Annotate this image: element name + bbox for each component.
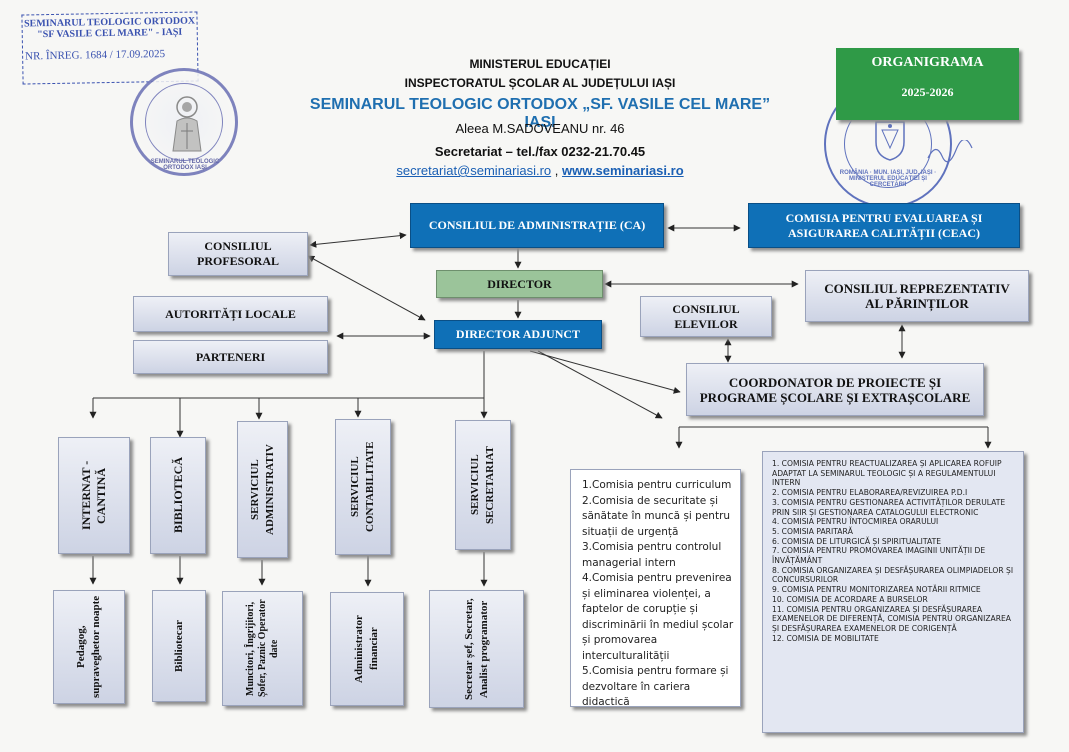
staff-label: Administrator financiar: [353, 615, 380, 683]
stamp-reg-number: NR. ÎNREG. 1684 / 17.09.2025: [25, 48, 166, 63]
commission-item: 6. COMISIA DE LITURGICĂ ȘI SPIRITUALITAT…: [772, 536, 942, 546]
dept-label: BIBLIOTECĂ: [170, 457, 185, 534]
dept-serviciul-contabilitate[interactable]: SERVICIUL CONTABILITATE: [335, 419, 391, 555]
dept-serviciul-secretariat[interactable]: SERVICIUL SECRETARIAT: [455, 420, 511, 550]
commission-item: 10. COMISIA DE ACORDARE A BURSELOR: [772, 594, 928, 604]
school-address: Aleea M.SADOVEANU nr. 46: [455, 121, 625, 136]
commission-item: 5. COMISIA PARITARĂ: [772, 526, 853, 536]
node-parteneri[interactable]: PARTENERI: [133, 340, 328, 374]
seal-text: ROMÂNIA · MUN. IAȘI, JUD. IAȘI · MINISTE…: [839, 170, 937, 188]
seal-text: SEMINARUL TEOLOGIC ORTODOX IAȘI: [150, 159, 220, 171]
node-consiliul-parintilor[interactable]: CONSILIUL REPREZENTATIV AL PĂRINȚILOR: [805, 270, 1029, 322]
email-link[interactable]: secretariat@seminariasi.ro: [396, 163, 552, 178]
website-link[interactable]: www.seminariasi.ro: [562, 163, 684, 178]
staff-label: Muncitori, Îngrijitori, Șofer, Paznic Op…: [244, 599, 280, 698]
node-consiliul-elevilor[interactable]: CONSILIUL ELEVILOR: [640, 296, 772, 337]
commission-item: 7. COMISIA PENTRU PROMOVAREA IMAGINII UN…: [772, 546, 986, 566]
commission-item: 8. COMISIA ORGANIZAREA ȘI DESFĂȘURAREA O…: [772, 565, 1014, 585]
node-autoritati-locale[interactable]: AUTORITĂȚI LOCALE: [133, 296, 328, 332]
school-title: SEMINARUL TEOLOGIC ORTODOX „SF. VASILE C…: [309, 96, 771, 131]
contact-separator: ,: [551, 163, 563, 178]
school-seal: SEMINARUL TEOLOGIC ORTODOX IAȘI: [130, 68, 238, 176]
organigram-title: ORGANIGRAMA: [871, 55, 984, 70]
node-consiliul-administratie[interactable]: CONSILIUL DE ADMINISTRAȚIE (CA): [410, 203, 664, 248]
commission-item: 3.Comisia pentru controlul managerial in…: [582, 541, 722, 569]
commission-item: 1. COMISIA PENTRU REACTUALIZAREA ȘI APLI…: [772, 459, 1002, 488]
dept-label: INTERNAT - CANTINĂ: [79, 460, 108, 531]
commission-item: 11. COMISIA PENTRU ORGANIZAREA ȘI DESFĂȘ…: [772, 604, 1011, 633]
commission-item: 2.Comisia de securitate și sănătate în m…: [582, 494, 731, 538]
staff-biblioteca: Bibliotecar: [152, 590, 206, 702]
staff-label: Bibliotecar: [172, 620, 185, 672]
commission-item: 5.Comisia pentru formare și dezvoltare î…: [582, 665, 729, 708]
commission-item: 1.Comisia pentru curriculum: [582, 479, 732, 491]
commission-item: 4. COMISIA PENTRU ÎNTOCMIREA ORARULUI: [772, 517, 939, 527]
dept-biblioteca[interactable]: BIBLIOTECĂ: [150, 437, 206, 554]
secretariat-phone: Secretariat – tel./fax 0232-21.70.45: [434, 144, 646, 159]
dept-label: SERVICIUL CONTABILITATE: [349, 441, 376, 533]
organigram-title-box: ORGANIGRAMA 2025-2026: [836, 48, 1019, 120]
dept-serviciul-administrativ[interactable]: SERVICIUL ADMINISTRATIV: [237, 421, 288, 558]
staff-label: Secretar șef, Secretar, Analist programa…: [462, 598, 490, 700]
node-coordonator-proiecte[interactable]: COORDONATOR DE PROIECTE ȘI PROGRAME ȘCOL…: [686, 363, 984, 416]
inspectorate-title: INSPECTORATUL ȘCOLAR AL JUDEȚULUI IAȘI: [404, 76, 676, 90]
commissions-list-right: 1. COMISIA PENTRU REACTUALIZAREA ȘI APLI…: [762, 451, 1024, 733]
node-director-adjunct[interactable]: DIRECTOR ADJUNCT: [434, 320, 602, 349]
contact-links: secretariat@seminariasi.ro , www.seminar…: [300, 163, 780, 178]
staff-contabilitate: Administrator financiar: [330, 592, 404, 706]
dept-label: SERVICIUL ADMINISTRATIV: [248, 444, 276, 535]
signature-icon: [927, 140, 973, 163]
stamp-line-2: "SF VASILE CEL MARE" - IAȘI: [37, 26, 183, 41]
staff-internat: Pedagog, supraveghetor noapte: [53, 590, 125, 704]
dept-internat-cantina[interactable]: INTERNAT - CANTINĂ: [58, 437, 130, 554]
commission-item: 4.Comisia pentru prevenirea și eliminare…: [582, 572, 734, 662]
coat-of-arms-icon: [875, 121, 905, 161]
staff-label: Pedagog, supraveghetor noapte: [75, 595, 102, 699]
saint-icon: [172, 96, 202, 152]
node-consiliul-profesoral[interactable]: CONSILIUL PROFESORAL: [168, 232, 308, 276]
commission-item: 2. COMISIA PENTRU ELABORAREA/REVIZUIREA …: [772, 488, 968, 498]
commissions-list-left: 1.Comisia pentru curriculum 2.Comisia de …: [570, 469, 741, 708]
commission-item: 3. COMISIA PENTRU GESTIONAREA ACTIVITĂȚI…: [772, 497, 1006, 517]
organigram-year: 2025-2026: [901, 85, 954, 99]
node-director[interactable]: DIRECTOR: [436, 270, 603, 298]
commission-item: 9. COMISIA PENTRU MONITORIZAREA NOTĂRII …: [772, 585, 981, 595]
node-ceac[interactable]: COMISIA PENTRU EVALUAREA ȘI ASIGURAREA C…: [748, 203, 1020, 248]
seal-inner-ring: [145, 83, 223, 161]
dept-label: SERVICIUL SECRETARIAT: [469, 446, 496, 524]
staff-administrativ: Muncitori, Îngrijitori, Șofer, Paznic Op…: [222, 591, 303, 706]
staff-secretariat: Secretar șef, Secretar, Analist programa…: [429, 590, 524, 708]
ministry-title: MINISTERUL EDUCAȚIEI: [469, 57, 611, 71]
commission-item: 12. COMISIA DE MOBILITATE: [772, 633, 879, 643]
